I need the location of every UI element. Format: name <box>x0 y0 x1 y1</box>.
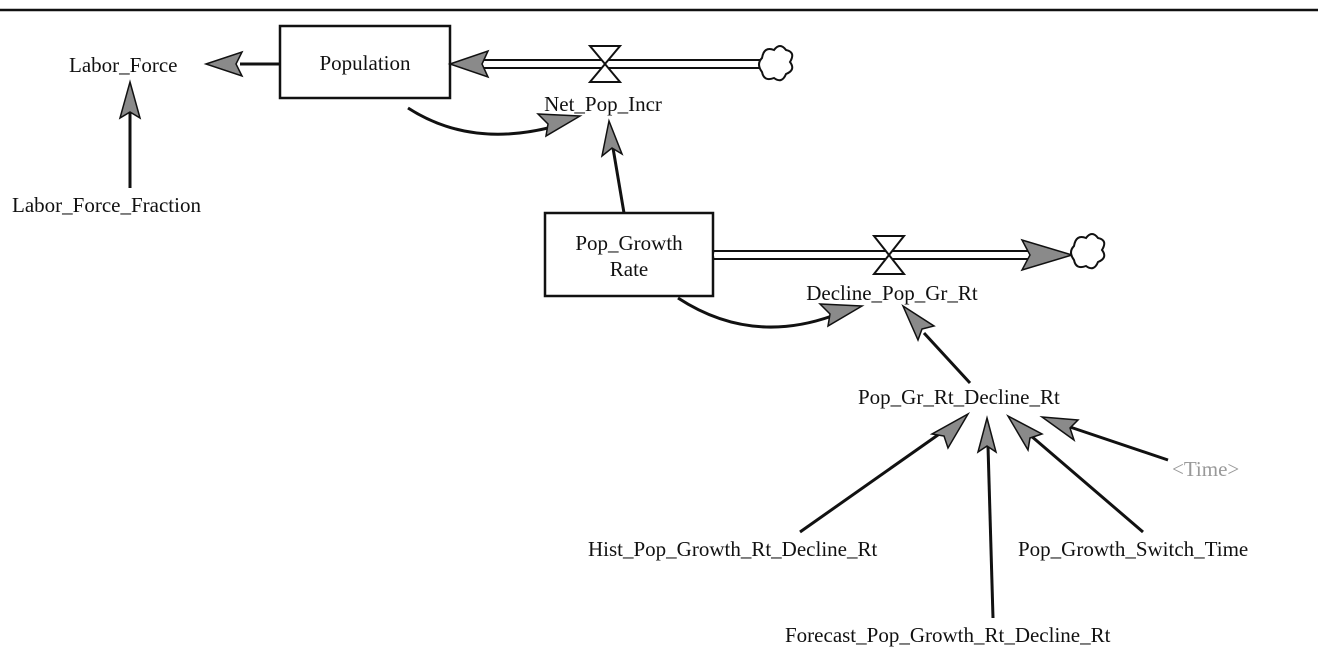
pop-growth-rate-label-line1: Pop_Growth <box>575 231 683 255</box>
growth-rate-to-net-pop-incr-arrowhead <box>600 118 624 158</box>
pop-growth-rate-label-line2: Rate <box>610 257 648 281</box>
hist-link <box>799 428 946 534</box>
switch-time-arrowhead <box>1006 414 1044 453</box>
decline-pop-gr-rt-valve-icon <box>871 235 907 275</box>
sink-cloud-icon <box>1070 233 1106 270</box>
growth-rate-to-net-pop-incr-link <box>611 147 626 214</box>
pop-growth-switch-time-label: Pop_Growth_Switch_Time <box>1018 537 1248 561</box>
switch-time-link <box>1029 433 1144 534</box>
labor-force-fraction-arrowhead <box>118 79 142 120</box>
hist-pop-growth-rt-decline-rt-label: Hist_Pop_Growth_Rt_Decline_Rt <box>588 537 877 561</box>
decline-rt-to-decline-flow-link <box>922 331 972 385</box>
labor-force-label: Labor_Force <box>69 53 177 77</box>
population-to-net-pop-incr-link <box>407 106 553 136</box>
labor-force-fraction-label: Labor_Force_Fraction <box>12 193 201 217</box>
net-pop-incr-pipe <box>475 59 762 69</box>
source-cloud-icon <box>758 45 794 82</box>
time-arrowhead <box>1039 416 1080 442</box>
pop-growth-rate-stock[interactable] <box>543 211 715 298</box>
net-pop-incr-label: Net_Pop_Incr <box>544 92 662 116</box>
net-pop-incr-arrowhead <box>447 49 490 79</box>
decline-rt-to-decline-flow-arrowhead <box>901 304 936 343</box>
forecast-arrowhead <box>976 415 998 454</box>
population-stock[interactable] <box>278 24 452 100</box>
time-label: <Time> <box>1172 457 1239 481</box>
population-to-labor-force-arrowhead <box>203 50 244 78</box>
pop-gr-rt-decline-rt-label: Pop_Gr_Rt_Decline_Rt <box>858 385 1060 409</box>
population-to-net-pop-incr-arrowhead <box>536 113 583 138</box>
decline-pop-gr-rt-pipe <box>713 250 1040 260</box>
decline-pop-gr-rt-arrowhead <box>1020 238 1075 272</box>
decline-pop-gr-rt-label: Decline_Pop_Gr_Rt <box>806 281 978 305</box>
population-label: Population <box>319 51 411 75</box>
growth-rate-to-decline-link <box>677 296 833 329</box>
time-link <box>1069 425 1169 462</box>
hist-arrowhead <box>929 412 971 450</box>
forecast-pop-growth-rt-decline-rt-label: Forecast_Pop_Growth_Rt_Decline_Rt <box>785 623 1111 647</box>
net-pop-incr-valve-icon <box>587 45 623 83</box>
forecast-link <box>986 445 995 619</box>
growth-rate-to-decline-arrowhead <box>818 303 865 328</box>
